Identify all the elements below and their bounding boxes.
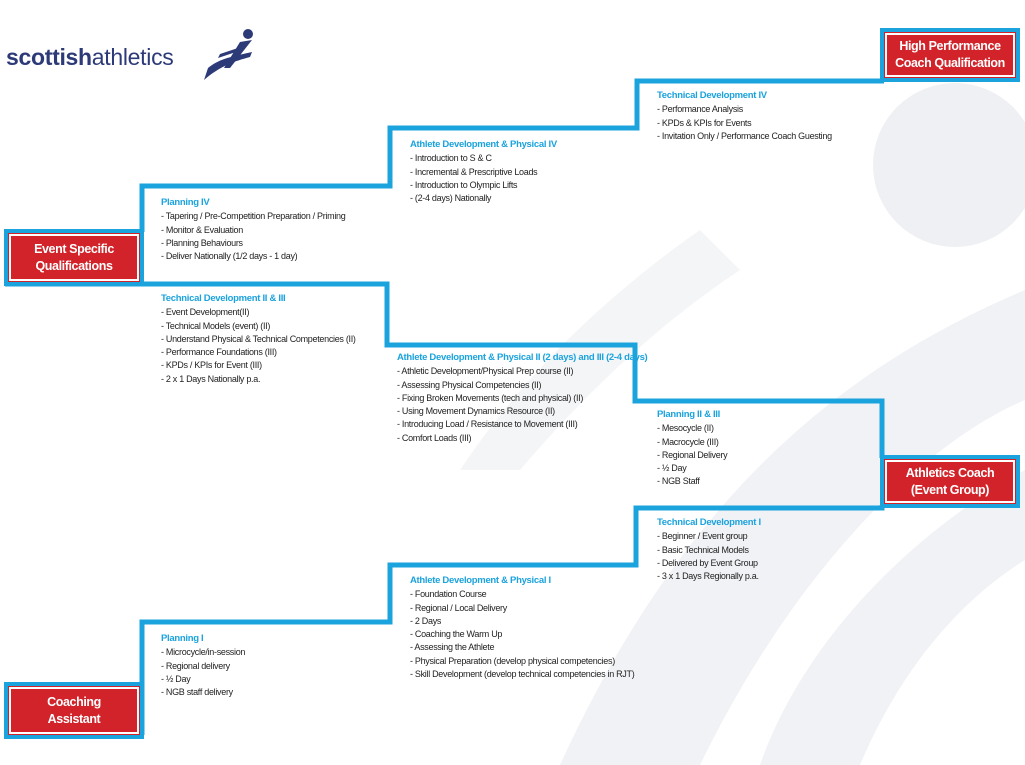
module-item: - 2 Days: [410, 615, 442, 626]
module-item: - Performance Analysis: [657, 104, 743, 115]
module-item: - Deliver Nationally (1/2 days - 1 day): [161, 251, 298, 262]
module-item: - Foundation Course: [410, 589, 487, 600]
module-item: - Basic Technical Models: [657, 544, 749, 555]
module-item: - Skill Development (develop technical c…: [410, 669, 635, 680]
module-item: - Event Development(II): [161, 307, 250, 318]
module-item: - Incremental & Prescriptive Loads: [410, 166, 538, 177]
module-item: - Using Movement Dynamics Resource (II): [397, 406, 555, 417]
module-item: - Mesocycle (II): [657, 423, 714, 434]
module-title: Planning II & III: [657, 409, 720, 420]
runner-logo-icon: [204, 29, 253, 80]
module-title: Athlete Development & Physical I: [410, 575, 551, 586]
module-item: - (2-4 days) Nationally: [410, 193, 492, 204]
module-item: - Monitor & Evaluation: [161, 224, 243, 235]
module-item: - Microcycle/in-session: [161, 647, 246, 658]
module-title: Technical Development IV: [657, 90, 767, 101]
module-title: Planning I: [161, 633, 204, 644]
module-item: - Regional / Local Delivery: [410, 602, 507, 613]
module-item: - 3 x 1 Days Regionally p.a.: [657, 571, 759, 582]
module-item: - Understand Physical & Technical Compet…: [161, 333, 356, 344]
module-item: - Athletic Development/Physical Prep cou…: [397, 366, 574, 377]
module-item: - Invitation Only / Performance Coach Gu…: [657, 130, 832, 141]
athletics-coach-box: Athletics Coach (Event Group): [880, 455, 1020, 508]
module-item: - KPDs / KPIs for Event (III): [161, 360, 262, 371]
module-title: Technical Development II & III: [161, 293, 286, 304]
module-athlete-development-i: Athlete Development & Physical I - Founda…: [410, 574, 635, 681]
module-title: Planning IV: [161, 197, 210, 208]
module-item: - NGB staff delivery: [161, 687, 233, 698]
module-item: - Beginner / Event group: [657, 531, 748, 542]
module-item: - Fixing Broken Movements (tech and phys…: [397, 392, 584, 403]
module-item: - Delivered by Event Group: [657, 557, 758, 568]
top-path: [139, 78, 884, 232]
module-item: - Regional delivery: [161, 660, 230, 671]
module-item: - KPDs & KPIs for Events: [657, 117, 752, 128]
module-item: - ½ Day: [657, 463, 687, 474]
module-item: - Introduction to S & C: [410, 153, 492, 164]
module-athlete-development-ii-iii: Athlete Development & Physical II (2 day…: [397, 351, 648, 445]
module-item: - Tapering / Pre-Competition Preparation…: [161, 211, 346, 222]
module-item: - Coaching the Warm Up: [410, 629, 503, 640]
module-title: Athlete Development & Physical IV: [410, 139, 557, 150]
bottom-path: [139, 505, 885, 735]
module-planning-i: Planning I - Microcycle/in-session - Regio…: [161, 632, 245, 699]
module-planning-iv: Planning IV - Tapering / Pre-Competition …: [161, 196, 346, 263]
module-item: - Assessing Physical Competencies (II): [397, 379, 542, 390]
module-technical-development-i: Technical Development I - Beginner / Even…: [657, 516, 761, 583]
event-specific-box: Event Specific Qualifications: [4, 229, 144, 286]
module-item: - ½ Day: [161, 673, 191, 684]
module-planning-ii-iii: Planning II & III - Mesocycle (II) - Macro…: [657, 408, 728, 489]
module-item: - 2 x 1 Days Nationally p.a.: [161, 373, 261, 384]
module-technical-development-iv: Technical Development IV - Performance An…: [657, 89, 832, 143]
module-item: - Physical Preparation (develop physical…: [410, 655, 615, 666]
module-item: - Assessing the Athlete: [410, 642, 495, 653]
module-item: - Comfort Loads (III): [397, 432, 472, 443]
high-performance-coach-box: High Performance Coach Qualification: [880, 28, 1020, 82]
module-technical-development-ii-iii: Technical Development II & III - Event De…: [161, 292, 356, 386]
middle-path: [5, 281, 885, 458]
scottish-athletics-logo: scottishathletics: [6, 44, 174, 70]
module-item: - Introducing Load / Resistance to Movem…: [397, 419, 578, 430]
module-item: - Technical Models (event) (II): [161, 320, 271, 331]
module-item: - Regional Delivery: [657, 449, 728, 460]
module-item: - Performance Foundations (III): [161, 347, 277, 358]
module-athlete-development-iv: Athlete Development & Physical IV - Intro…: [410, 138, 557, 205]
module-title: Athlete Development & Physical II (2 day…: [397, 352, 648, 363]
module-item: - Introduction to Olympic Lifts: [410, 179, 518, 190]
module-item: - Macrocycle (III): [657, 436, 719, 447]
module-title: Technical Development I: [657, 517, 761, 528]
coaching-assistant-box: Coaching Assistant: [4, 682, 144, 739]
module-item: - Planning Behaviours: [161, 237, 243, 248]
module-item: - NGB Staff: [657, 476, 700, 487]
